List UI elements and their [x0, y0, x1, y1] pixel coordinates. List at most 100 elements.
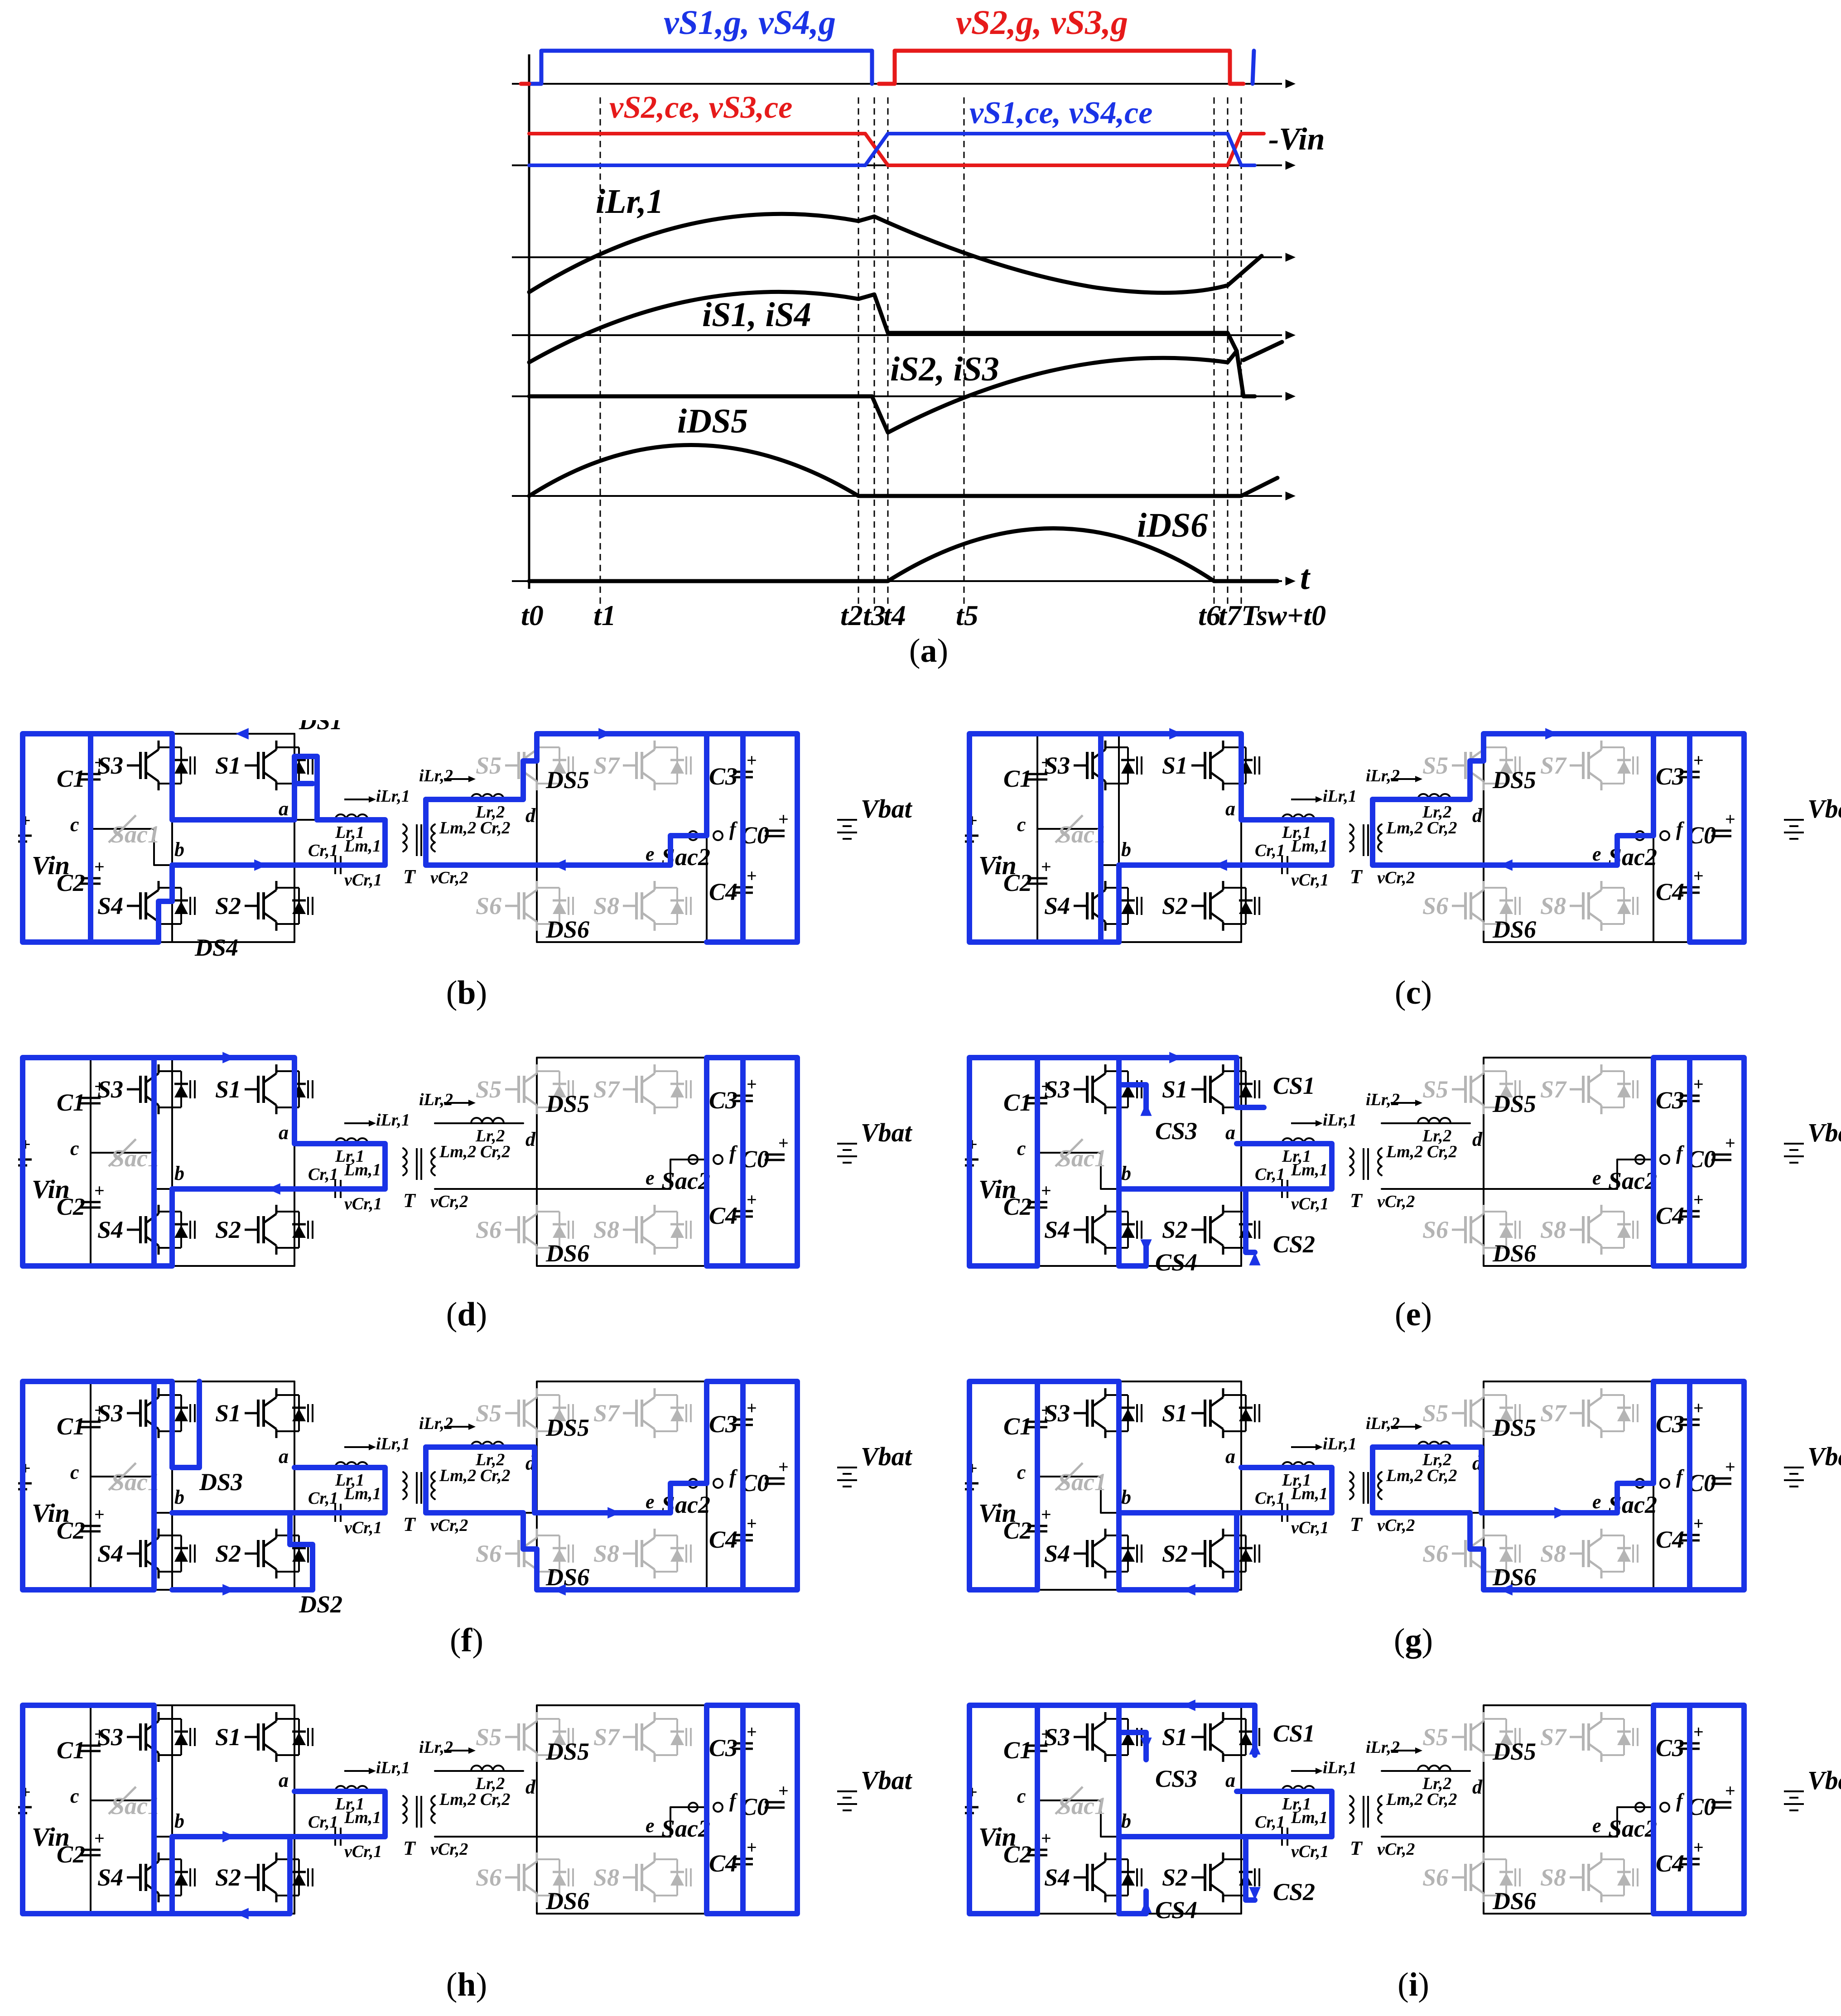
cr2-label: Cr,2	[1427, 818, 1457, 837]
vin-label: Vin	[32, 1822, 70, 1852]
cap-c1-plus: +	[94, 1400, 105, 1420]
node-b: b	[1121, 1810, 1131, 1832]
vin-label: Vin	[978, 1822, 1017, 1852]
node-a: a	[279, 1121, 289, 1144]
current-arrow-b-0	[236, 728, 249, 740]
switch-s5-diode-icon	[553, 761, 566, 774]
node-c: c	[70, 1137, 79, 1160]
cap-c1-label: C1	[1003, 1413, 1032, 1440]
current-arrow-i-4	[1140, 1900, 1152, 1913]
switch-s8-collector	[641, 1212, 655, 1224]
current-arrow-i-3	[1249, 1887, 1261, 1900]
switch-s6-label: S6	[1422, 1216, 1448, 1243]
lr1-coil-icon	[1281, 1461, 1316, 1468]
extra-label-e-2: CS3	[1155, 1117, 1197, 1145]
switch-s5-collector	[523, 1396, 538, 1408]
lr2-coil-icon	[1417, 1441, 1451, 1448]
node-a: a	[1225, 798, 1235, 820]
node-c: c	[1017, 1461, 1026, 1483]
xfmr-secondary-coil-icon	[430, 1471, 436, 1500]
node-c: c	[1017, 1785, 1026, 1807]
switch-s7-collector	[1588, 1720, 1602, 1732]
ilr1-label: iLr,1	[1323, 1434, 1357, 1453]
switch-s6-diode-icon	[553, 901, 566, 914]
sac2-label: Sac2	[1608, 1167, 1657, 1194]
current-path-i-5	[1651, 1703, 1747, 1916]
sac2-contact-a	[688, 1802, 699, 1813]
node-f: f	[729, 1142, 738, 1164]
switch-s7-label: S7	[593, 1076, 620, 1103]
vce-s1-s4-waveform	[527, 132, 1257, 167]
switch-s4-label: S4	[97, 1216, 123, 1243]
extra-label-i-0: CS1	[1273, 1720, 1315, 1747]
lr1-coil-icon	[334, 813, 369, 821]
cap-c4-plus: +	[1693, 866, 1704, 886]
xfmr-primary-coil-icon	[1349, 823, 1354, 852]
switch-s7-diode-icon	[670, 761, 684, 774]
switch-s6-diode-icon	[1499, 1873, 1513, 1886]
lm1-label: Lm,1	[344, 1808, 381, 1827]
ds5-label: DS5	[545, 766, 589, 794]
current-path-b-3	[88, 817, 388, 945]
current-path-f-0	[20, 1379, 157, 1593]
node-b: b	[174, 1810, 184, 1832]
switch-s4-label: S4	[1044, 892, 1070, 919]
cap-c4-plus: +	[747, 1513, 757, 1534]
ilr1-label: iLr,1	[376, 1434, 410, 1453]
switch-s1-emitter	[263, 771, 277, 783]
current-path-e-4	[1234, 1141, 1335, 1192]
current-arrow-g-2	[1554, 1507, 1567, 1519]
xfmr-secondary-coil-icon	[430, 1147, 436, 1176]
ds5-label: DS5	[1492, 766, 1536, 794]
switch-s8-label: S8	[1540, 1216, 1566, 1243]
current-path-e-1	[1035, 1055, 1267, 1110]
time-label-0: t0	[521, 599, 544, 631]
switch-s8-diode-icon	[1617, 1225, 1631, 1238]
switch-s8-diode-icon	[670, 901, 684, 914]
node-d: d	[525, 1128, 536, 1150]
current-arrow-f-0	[222, 1584, 236, 1596]
vbat-label: Vbat	[861, 794, 913, 823]
lr1-coil-icon	[1281, 813, 1316, 821]
ilr2-label: iLr,2	[1366, 1414, 1400, 1433]
current-path-f-3	[423, 1379, 800, 1593]
switch-s7-emitter	[1588, 1742, 1602, 1754]
cap-c2-label: C2	[1003, 869, 1032, 896]
switch-s3-emitter	[1092, 1095, 1106, 1107]
sac1-blade	[1055, 814, 1084, 843]
current-arrow-b-3	[553, 859, 566, 871]
xfmr-label: T	[403, 866, 416, 888]
sac1-label: Sac1	[1058, 1792, 1107, 1819]
cap-c2-label: C2	[1003, 1841, 1032, 1868]
lr2-coil-icon	[1417, 1117, 1451, 1124]
ilr1-label: iLr,1	[376, 787, 410, 806]
switch-s4-collector	[1092, 1860, 1106, 1872]
cap-c3-plus: +	[1693, 750, 1704, 770]
switch-s2-emitter	[263, 1883, 277, 1895]
ds6-label: DS6	[1492, 916, 1536, 943]
ilr1-label: iLr,1	[376, 1111, 410, 1130]
switch-s2-diode-icon	[292, 1873, 306, 1886]
lm2-label: Lm,2	[1386, 1142, 1423, 1161]
switch-s2-diode-icon	[292, 901, 306, 914]
cap-c4-plus: +	[1693, 1189, 1704, 1210]
switch-s5-label: S5	[1422, 1723, 1448, 1751]
switch-s6-diode-icon	[553, 1549, 566, 1562]
current-arrow-e-2	[1249, 1252, 1261, 1265]
ilr2-arrow	[468, 1424, 476, 1430]
switch-s1-emitter	[1210, 1095, 1224, 1107]
switch-s2-emitter	[1210, 1883, 1224, 1895]
current-arrow-c-1	[1214, 859, 1227, 871]
sac1-blade	[1055, 1138, 1084, 1167]
vcr1-label: vCr,1	[1291, 1842, 1329, 1861]
lr1-label: Lr,1	[1282, 1147, 1311, 1166]
node-c: c	[1017, 1137, 1026, 1160]
extra-label-f-0: DS3	[199, 1468, 243, 1496]
cap-c4-label: C4	[1656, 878, 1684, 905]
switch-s5-label: S5	[1422, 1076, 1448, 1103]
vo-label: Vo	[779, 1692, 807, 1695]
switch-s6-collector	[523, 1536, 538, 1548]
gate-s1-s4-next	[1250, 48, 1256, 86]
switch-s5-diode-icon	[1499, 1085, 1513, 1097]
